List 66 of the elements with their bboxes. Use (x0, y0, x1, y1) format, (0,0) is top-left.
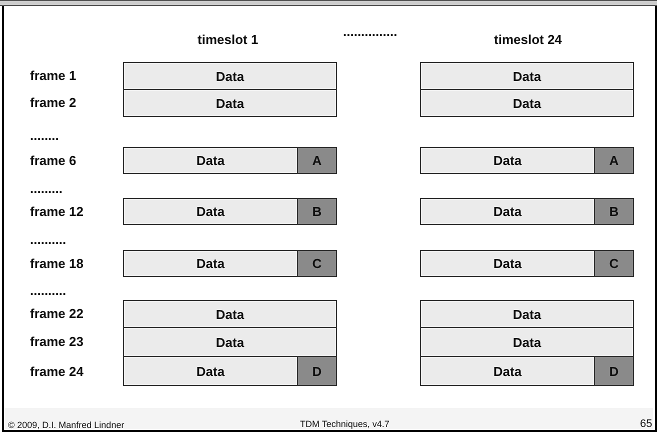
data-cell (420, 356, 595, 386)
cell-text: Data (196, 204, 225, 219)
row-label: frame 2 (30, 95, 76, 110)
cell-text: Data (196, 153, 225, 168)
data-cell (420, 62, 634, 90)
marker-letter: B (312, 204, 322, 219)
data-cell (123, 198, 298, 225)
data-cell (123, 62, 337, 90)
data-cell (420, 327, 634, 357)
marker-cell (594, 147, 634, 174)
page-number: 65 (640, 418, 652, 430)
cell-text: Data (512, 96, 542, 110)
marker-letter: D (609, 364, 619, 378)
cell-text: Data (493, 364, 522, 378)
cell-text: Data (216, 96, 244, 110)
data-cell (420, 198, 595, 225)
cell-text: Data (196, 364, 225, 378)
data-cell (420, 300, 634, 328)
row-label: frame 22 (30, 306, 84, 321)
cell-text: Data (216, 68, 244, 84)
ellipsis: ........ (30, 128, 59, 143)
footer-text: © 2009, D.I. Manfred Lindner (8, 420, 124, 430)
marker-cell (297, 147, 337, 174)
marker-letter: B (609, 204, 619, 219)
marker-letter: C (312, 256, 322, 271)
row-label: frame 24 (30, 364, 84, 379)
row-label: frame 6 (30, 153, 76, 168)
row-label: frame 12 (30, 204, 84, 219)
data-cell (123, 356, 298, 386)
marker-letter: A (609, 153, 619, 168)
cell-text: Data (493, 204, 522, 219)
ellipsis: .......... (30, 232, 66, 247)
data-cell (420, 250, 595, 277)
column-header: timeslot 24 (494, 32, 562, 47)
data-cell (123, 300, 337, 328)
cell-text: Data (512, 68, 542, 84)
cell-text: Data (512, 334, 542, 350)
data-cell (420, 147, 595, 174)
ellipsis: ............... (343, 24, 398, 39)
row-label: frame 23 (30, 334, 84, 349)
cell-text: Data (493, 256, 522, 271)
marker-cell (594, 198, 634, 225)
marker-cell (594, 250, 634, 277)
marker-cell (297, 250, 337, 277)
marker-letter: C (609, 256, 619, 271)
marker-cell (297, 356, 337, 386)
footer-text: TDM Techniques, v4.7 (300, 419, 390, 429)
row-label: frame 18 (30, 256, 84, 271)
data-cell (123, 147, 298, 174)
data-cell (420, 89, 634, 117)
marker-cell (594, 356, 634, 386)
marker-cell (297, 198, 337, 225)
cell-text: Data (216, 334, 244, 350)
cell-text: Data (512, 306, 542, 322)
cell-text: Data (216, 306, 244, 322)
ellipsis: ......... (30, 181, 63, 196)
column-header: timeslot 1 (198, 32, 258, 47)
marker-letter: D (312, 364, 322, 378)
ellipsis: .......... (30, 283, 66, 298)
row-label: frame 1 (30, 68, 76, 83)
data-cell (123, 89, 337, 117)
cell-text: Data (196, 256, 225, 271)
cell-text: Data (493, 153, 522, 168)
data-cell (123, 250, 298, 277)
data-cell (123, 327, 337, 357)
marker-letter: A (312, 153, 322, 168)
